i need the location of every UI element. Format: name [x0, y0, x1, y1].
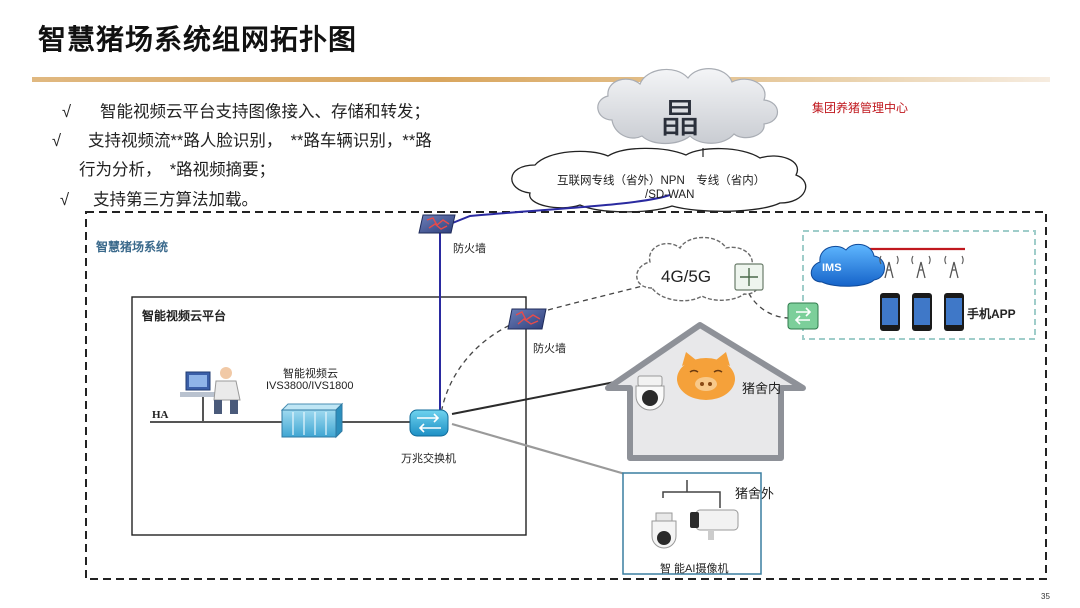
video-cloud-name: 智能视频云	[283, 368, 338, 380]
wan-type-label-2: /SD-WAN	[645, 189, 695, 201]
firewall-top-icon	[418, 214, 456, 234]
cell-tower-icon	[911, 255, 931, 279]
ims-icon	[810, 243, 885, 287]
cloud-glyph: 晶	[660, 96, 700, 142]
firewall-top-label: 防火墙	[453, 243, 486, 255]
cell-tower-icon	[879, 255, 899, 279]
mobile-app-label: 手机APP	[967, 307, 1016, 321]
mobile-network-label: 4G/5G	[661, 267, 712, 286]
dome-camera-icon	[635, 375, 665, 411]
app-frame	[802, 230, 1036, 340]
firewall-mid-icon	[507, 308, 547, 330]
bullet-1: √智能视频云平台支持图像接入、存储和转发；	[62, 103, 430, 121]
wan-cloud	[511, 147, 807, 213]
title-divider	[32, 77, 1050, 82]
ims-label: IMS	[822, 262, 842, 274]
wan-type-label: 互联网专线（省外）NPN 专线（省内）	[557, 175, 766, 187]
router-icon	[787, 302, 819, 330]
management-center-label: 集团养猪管理中心	[812, 101, 909, 115]
bullet-2-continued: 行为分析， *路视频摘要；	[79, 161, 276, 179]
video-cloud-model: IVS3800/IVS1800	[266, 380, 354, 392]
system-frame	[85, 211, 1047, 580]
check-icon: √	[60, 191, 70, 209]
page-number: 35	[1041, 592, 1050, 601]
mobile-network-cloud	[636, 236, 764, 302]
system-title: 智慧猪场系统	[96, 240, 169, 254]
pig-icon	[677, 352, 735, 400]
firewall-mid-label: 防火墙	[533, 343, 566, 355]
platform-title: 智能视频云平台	[142, 309, 227, 323]
bullet-2: √支持视频流**路人脸识别， **路车辆识别，**路	[52, 132, 432, 150]
ptz-camera-icon	[651, 512, 677, 549]
wan-link	[439, 194, 671, 418]
management-cloud	[597, 68, 779, 145]
cell-tower-icon	[944, 255, 964, 279]
ai-camera-label: 智 能AI摄像机	[660, 563, 729, 575]
operator-workstation-icon	[180, 367, 241, 414]
phone-icon	[912, 293, 932, 331]
bullet-camera-icon	[690, 509, 739, 540]
phone-icon	[944, 293, 964, 331]
ha-label: HA	[152, 409, 169, 421]
video-cloud-server-icon	[280, 402, 344, 439]
core-switch-icon	[409, 409, 449, 437]
pigsty-outside-label: 猪舍外	[735, 486, 775, 501]
check-icon: √	[52, 132, 62, 150]
page-title: 智慧猪场系统组网拓扑图	[38, 24, 358, 55]
check-icon: √	[62, 103, 72, 121]
bullet-3: √支持第三方算法加载。	[60, 191, 258, 209]
pigsty-inside-label: 猪舍内	[742, 381, 782, 396]
phone-icon	[880, 293, 900, 331]
switch-label: 万兆交换机	[401, 453, 456, 465]
